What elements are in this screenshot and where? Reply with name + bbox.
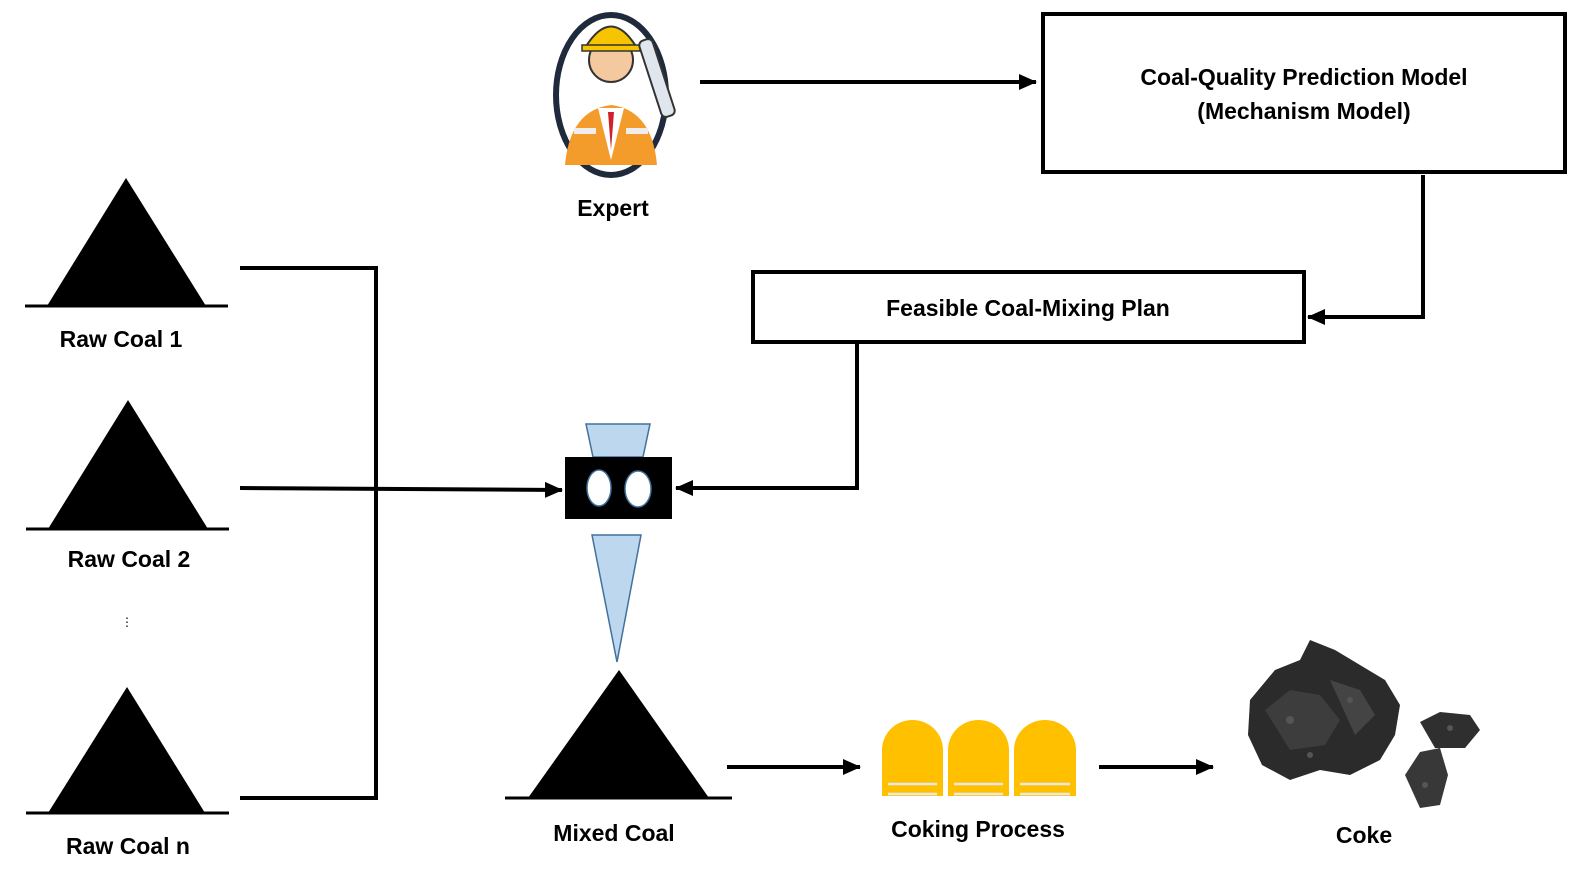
coke-oven-icon [882, 720, 1076, 796]
model-title: Coal-Quality Prediction Model [1140, 64, 1467, 90]
plan-label: Feasible Coal-Mixing Plan [886, 295, 1170, 321]
arrow-plan-to-mixer [675, 344, 859, 496]
raw-coal-2-label: Raw Coal 2 [68, 546, 191, 572]
expert-label: Expert [577, 195, 649, 221]
raw-coal-n-pile [26, 687, 229, 815]
model-subtitle: (Mechanism Model) [1197, 98, 1410, 124]
mixer-icon [565, 423, 672, 663]
raw-coal-bracket [240, 266, 378, 800]
raw-coal-n-label: Raw Coal n [66, 833, 190, 859]
expert-icon [553, 12, 676, 178]
arrow-raw-to-mixer [239, 481, 563, 498]
coke-image [1248, 640, 1480, 808]
mixed-coal-label: Mixed Coal [553, 820, 674, 846]
raw-coal-1-label: Raw Coal 1 [60, 326, 183, 352]
raw-coal-2-pile [26, 400, 229, 531]
coke-label: Coke [1336, 822, 1392, 848]
plan-box [751, 270, 1306, 344]
coking-process-label: Coking Process [891, 816, 1065, 842]
ellipsis: ⋮ [121, 615, 133, 629]
mixed-coal-pile [505, 670, 732, 800]
model-box [1041, 12, 1567, 174]
arrow-model-to-plan [1307, 175, 1425, 325]
raw-coal-1-pile [25, 178, 228, 308]
